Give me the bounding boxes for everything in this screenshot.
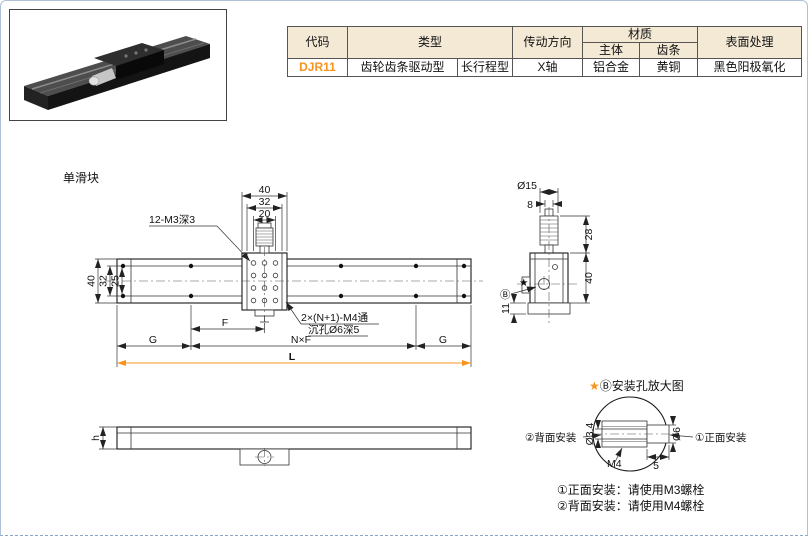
bottom-view: [116, 426, 472, 466]
dim-counterbore-6: Ø6: [671, 427, 683, 441]
detail-view-dimensions: Ø3.4 Ø6 M4 5 ②背面安装 ①正面安装: [525, 416, 747, 472]
side-view: [517, 207, 579, 323]
product-photo-illustration: [24, 36, 210, 110]
dim-left-40: 40: [86, 275, 98, 287]
header-material: 材质: [582, 26, 698, 43]
dim-f: F: [222, 317, 228, 329]
label-single-slider: 单滑块: [63, 171, 99, 185]
table-row: DJR11 齿轮齿条驱动型 长行程型 X轴 铝合金 黄铜 黑色阳极氧化: [287, 58, 802, 77]
callout-rail-holes-line1: 2×(N+1)-M4通: [301, 312, 369, 324]
star-icon: ★: [519, 277, 528, 289]
dim-shaft-8: 8: [527, 199, 533, 211]
dim-g-left: G: [149, 334, 157, 346]
callout-carriage-holes: 12-M3深3: [149, 214, 195, 226]
dim-top-20: 20: [259, 208, 271, 220]
dim-height-h: h: [90, 435, 102, 441]
cell-type-main: 齿轮齿条驱动型: [347, 58, 458, 77]
dim-top-32: 32: [259, 196, 271, 208]
callout-rail-holes-line2: 沉孔Ø6深5: [308, 323, 360, 336]
dim-nxf: N×F: [291, 334, 311, 346]
cell-surface: 黑色阳极氧化: [697, 58, 802, 77]
product-photo: [9, 9, 227, 121]
header-surface: 表面处理: [697, 26, 802, 59]
front-view: [105, 222, 483, 323]
header-type: 类型: [347, 26, 513, 59]
cell-material-body: 铝合金: [582, 58, 640, 77]
dim-top-40: 40: [259, 184, 271, 196]
note-back-mount: ②背面安装：请使用M4螺栓: [557, 498, 704, 513]
dim-side-40: 40: [583, 272, 595, 284]
header-material-body: 主体: [582, 42, 640, 59]
hole-callout-b: Ⓑ: [500, 289, 511, 301]
note-front-mount: ①正面安装：请使用M3螺栓: [557, 482, 704, 497]
detail-view: ★Ⓑ安装孔放大图: [589, 378, 684, 472]
header-code: 代码: [287, 26, 348, 59]
cell-material-rack: 黄铜: [639, 58, 698, 77]
dim-g-right: G: [439, 334, 447, 346]
front-view-dimensions: 40 32 20 12-M3深3 40 32 25 F: [86, 184, 472, 367]
mounting-notes: ①正面安装：请使用M3螺栓 ②背面安装：请使用M4螺栓: [557, 482, 704, 513]
dim-knob-diameter: Ø15: [517, 180, 537, 192]
dim-left-25: 25: [110, 275, 122, 287]
detail-title: ★Ⓑ安装孔放大图: [589, 378, 684, 393]
cell-direction: X轴: [512, 58, 583, 77]
dim-left-32: 32: [98, 275, 110, 287]
dim-side-11: 11: [500, 303, 512, 314]
header-direction: 传动方向: [512, 26, 583, 59]
bottom-view-dimensions: h: [90, 426, 117, 450]
label-front-mount: ①正面安装: [695, 431, 747, 444]
header-material-rack: 齿条: [639, 42, 698, 59]
dim-thread-m4: M4: [607, 458, 622, 470]
cell-code: DJR11: [287, 58, 348, 77]
star-icon: ★: [589, 379, 600, 393]
label-back-mount: ②背面安装: [525, 431, 577, 444]
cell-type-sub: 长行程型: [457, 58, 513, 77]
dim-depth-5: 5: [653, 460, 659, 472]
dim-hole-3-4: Ø3.4: [584, 422, 596, 445]
side-view-dimensions: Ø15 8 28 40 11 Ⓑ ★: [500, 180, 595, 323]
spec-table: 代码 类型 传动方向 材质 表面处理 主体 齿条 DJR11 齿轮齿条驱动型 长…: [287, 26, 802, 77]
dim-l: L: [289, 351, 296, 363]
dim-side-28: 28: [583, 229, 595, 241]
